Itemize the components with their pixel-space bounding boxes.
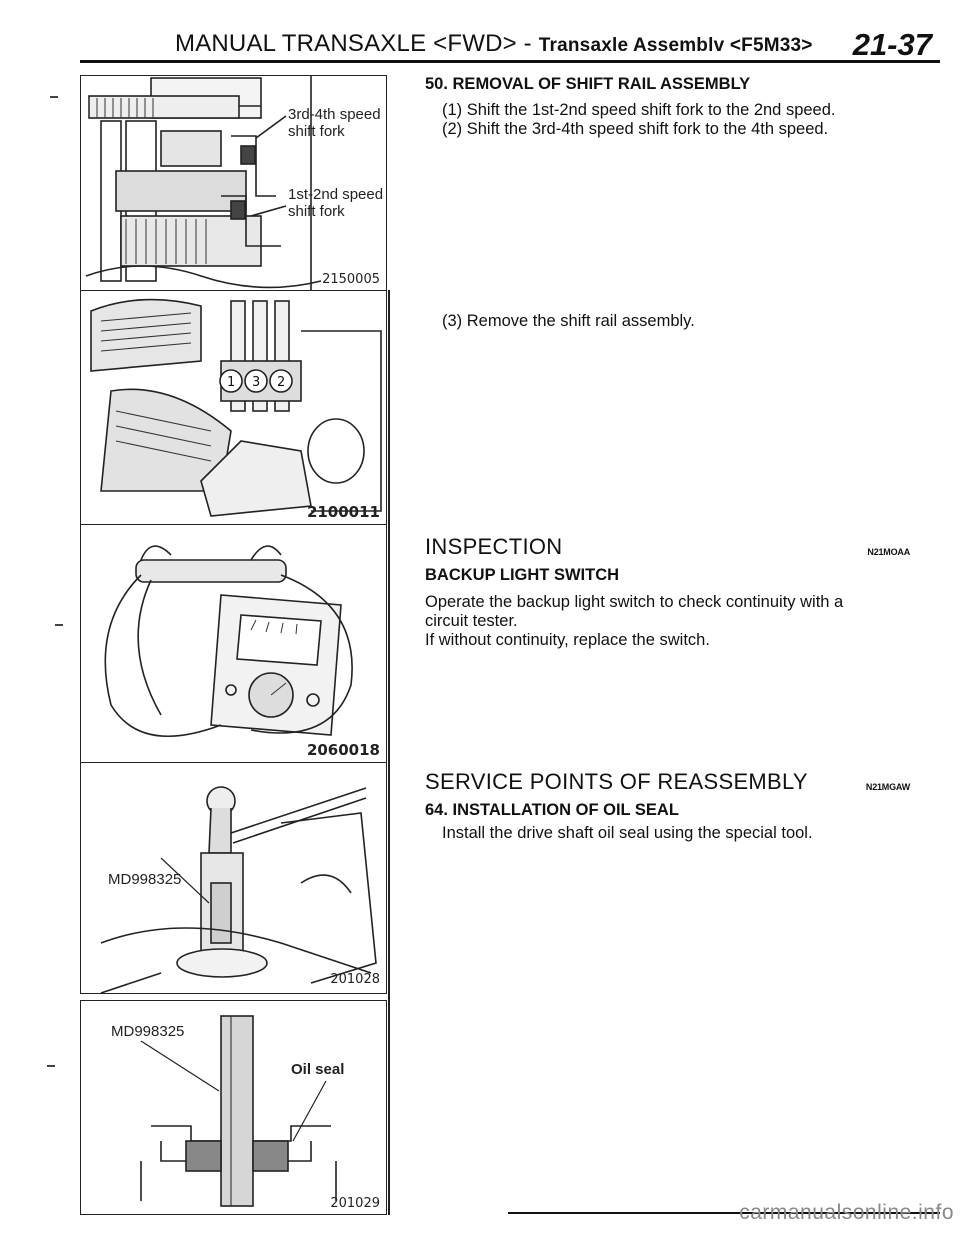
section-removal-shift-rail: 50. REMOVAL OF SHIFT RAIL ASSEMBLY (1) S… [425, 75, 910, 139]
margin-mark [47, 1065, 55, 1067]
section-heading: 50. REMOVAL OF SHIFT RAIL ASSEMBLY [425, 75, 751, 93]
step-3: (3) Remove the shift rail assembly. [442, 312, 695, 330]
figure-code: 201029 [330, 1196, 380, 1211]
svg-text:3: 3 [252, 375, 260, 390]
margin-mark [50, 96, 58, 98]
section-code: N21MOAA [867, 547, 910, 557]
title-sub: Transaxle Assemblv <F5M33> [538, 35, 813, 56]
figure-special-tool: MD998325 201028 [80, 762, 387, 994]
oil-seal-illustration [140, 1015, 337, 1207]
page-header: MANUAL TRANSAXLE <FWD> - Transaxle Assem… [0, 0, 960, 63]
page-title: MANUAL TRANSAXLE <FWD> - Transaxle Assem… [175, 30, 813, 58]
page-number: 21-37 [852, 27, 932, 62]
svg-text:2: 2 [277, 375, 285, 390]
margin-mark [55, 624, 63, 626]
label-oil-seal: Oil seal [291, 1061, 345, 1078]
section-inspection: INSPECTION N21MOAA BACKUP LIGHT SWITCH O… [425, 534, 910, 650]
subsection-heading: 64. INSTALLATION OF OIL SEAL [425, 801, 679, 819]
watermark: carmanualsonline.info [739, 1201, 954, 1224]
figure-shift-rail: 1 3 2 2100011 [80, 290, 387, 525]
figure-shift-forks: 3rd-4th speed shift fork 1st-2nd speed s… [80, 75, 387, 291]
figure-code: 2150005 [322, 272, 380, 287]
figure-oil-seal: MD998325 Oil seal 201029 [80, 1000, 387, 1215]
step-1: (1) Shift the 1st-2nd speed shift fork t… [442, 101, 836, 119]
subsection-heading: BACKUP LIGHT SWITCH [425, 566, 620, 584]
label-1st-2nd-fork: 1st-2nd speed shift fork [288, 186, 384, 220]
section-heading: INSPECTION [425, 534, 563, 559]
label-tool-md998325: MD998325 [111, 1023, 185, 1040]
bottom-rule [508, 1212, 940, 1214]
figure-code: 2100011 [306, 503, 380, 521]
shift-forks-illustration [85, 76, 322, 290]
section-reassembly: SERVICE POINTS OF REASSEMBLY N21MGAW 64.… [425, 769, 910, 843]
label-tool-md998325: MD998325 [108, 871, 182, 888]
shift-rail-illustration: 1 3 2 [90, 298, 382, 517]
body-line: circuit tester. [425, 612, 518, 630]
figure-circuit-tester: 2060018 [80, 524, 387, 763]
header-rule [80, 60, 940, 63]
step-2: (2) Shift the 3rd-4th speed shift fork t… [442, 120, 829, 138]
body-line: Operate the backup light switch to check… [425, 593, 844, 611]
body-line: Install the drive shaft oil seal using t… [442, 824, 813, 842]
label-3rd-4th-fork: 3rd-4th speed shift fork [288, 106, 381, 140]
title-main: MANUAL TRANSAXLE <FWD> - [175, 30, 539, 57]
body-line: If without continuity, replace the switc… [425, 631, 710, 649]
section-heading: SERVICE POINTS OF REASSEMBLY [425, 769, 808, 794]
figure-code: 201028 [330, 972, 380, 987]
circuit-tester-illustration [104, 545, 353, 737]
section-removal-step3: (3) Remove the shift rail assembly. [425, 312, 910, 331]
special-tool-illustration [100, 786, 377, 993]
column-divider [388, 290, 390, 1215]
figure-code: 2060018 [306, 741, 380, 759]
section-code: N21MGAW [865, 782, 910, 792]
svg-text:1: 1 [227, 375, 235, 390]
